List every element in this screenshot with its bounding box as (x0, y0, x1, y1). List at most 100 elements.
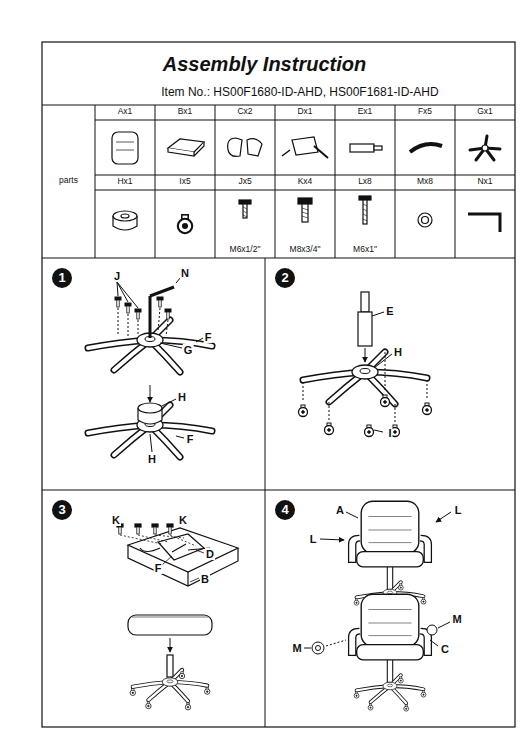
part-quantity: Nx1 (455, 176, 515, 186)
art-stroke (196, 338, 203, 342)
art-stroke (282, 150, 290, 156)
art-stroke (430, 640, 438, 646)
art-stroke (482, 145, 488, 151)
step-number: 2 (275, 268, 295, 288)
art-stroke (247, 139, 262, 156)
art-stroke (160, 343, 182, 348)
art-stroke (346, 512, 358, 518)
step-number: 4 (275, 500, 295, 520)
callout-letter: I (387, 427, 392, 439)
callout-letter: J (113, 270, 121, 282)
art-stroke (95, 175, 515, 176)
art-stroke (149, 296, 152, 338)
art-stroke (325, 423, 334, 435)
art-stroke (320, 539, 344, 540)
art-stroke (113, 211, 137, 221)
callout-letter: H (147, 453, 157, 465)
art-stroke (42, 490, 515, 491)
art-stroke (95, 105, 96, 258)
part-cell: Bx1 (155, 105, 215, 175)
step3-art (117, 524, 238, 710)
art-stroke (115, 297, 171, 319)
art-stroke (314, 146, 328, 158)
art-stroke (42, 105, 515, 106)
part-size: M6x1/2" (215, 244, 275, 254)
callout-letter: N (180, 267, 190, 279)
art-stroke (418, 213, 432, 227)
art-stroke (372, 312, 384, 316)
art-stroke (275, 105, 276, 258)
row-label: parts (42, 175, 95, 185)
art-stroke (140, 548, 160, 552)
art-stroke (361, 292, 369, 312)
art-stroke (438, 622, 450, 628)
art-stroke (239, 200, 251, 204)
art-stroke (178, 215, 192, 233)
part-cell: Hx1 (95, 175, 155, 258)
art-stroke (359, 196, 371, 200)
art-stroke (167, 655, 173, 677)
art-stroke (116, 142, 134, 150)
art-stroke (150, 434, 152, 452)
art-stroke (118, 308, 168, 338)
part-quantity: Gx1 (455, 106, 515, 116)
art-stroke (470, 136, 500, 160)
art-stroke (95, 120, 515, 121)
callout-letter: K (178, 514, 188, 526)
art-stroke (95, 190, 515, 191)
part-size: M6x1" (335, 244, 395, 254)
art-stroke (427, 625, 437, 635)
part-quantity: Mx8 (395, 176, 455, 186)
art-stroke (410, 144, 442, 152)
callout-letter: H (177, 391, 187, 403)
part-quantity: Cx2 (215, 106, 275, 116)
art-stroke (115, 297, 121, 307)
art-stroke (162, 556, 172, 565)
art-stroke (157, 297, 163, 307)
part-cell: Jx5M6x1/2" (215, 175, 275, 258)
step2-art (299, 292, 432, 437)
step-panel: 3 (42, 490, 265, 727)
step4-art (304, 501, 451, 711)
part-quantity: Ix5 (155, 176, 215, 186)
art-stroke (365, 348, 366, 362)
art-stroke (326, 640, 346, 646)
callout-letter: F (204, 331, 213, 343)
callout-letter: L (454, 504, 463, 516)
art-stroke (150, 287, 174, 296)
art-stroke (335, 105, 336, 258)
part-cell: Nx1 (455, 175, 515, 258)
art-stroke (133, 670, 207, 701)
art-stroke (374, 146, 382, 150)
art-stroke (265, 258, 266, 727)
part-quantity: Dx1 (275, 106, 335, 116)
part-quantity: Bx1 (155, 106, 215, 116)
art-stroke (374, 430, 383, 432)
art-stroke (468, 214, 500, 232)
parts-icons (112, 132, 500, 233)
art-stroke (135, 524, 141, 534)
sheet-title: Assembly Instruction (0, 53, 529, 76)
art-stroke (138, 403, 162, 413)
art-stroke (42, 258, 515, 259)
sheet-grid (42, 42, 515, 727)
art-stroke (155, 105, 156, 258)
callout-letter: M (451, 613, 462, 625)
art-stroke (196, 550, 204, 553)
step-number: 1 (52, 268, 72, 288)
art-stroke (190, 578, 199, 582)
step-panel: 4 (265, 490, 515, 727)
art-stroke (170, 638, 171, 652)
part-cell: Ax1 (95, 105, 155, 175)
art-stroke (243, 204, 247, 218)
part-quantity: Ax1 (95, 106, 155, 116)
part-cell: Ex1 (335, 105, 395, 175)
art-stroke (112, 132, 138, 164)
art-stroke (304, 648, 311, 649)
callout-letter: H (393, 346, 403, 358)
part-cell: Cx2 (215, 105, 275, 175)
art-stroke (128, 615, 212, 635)
callout-letter: F (186, 433, 195, 445)
